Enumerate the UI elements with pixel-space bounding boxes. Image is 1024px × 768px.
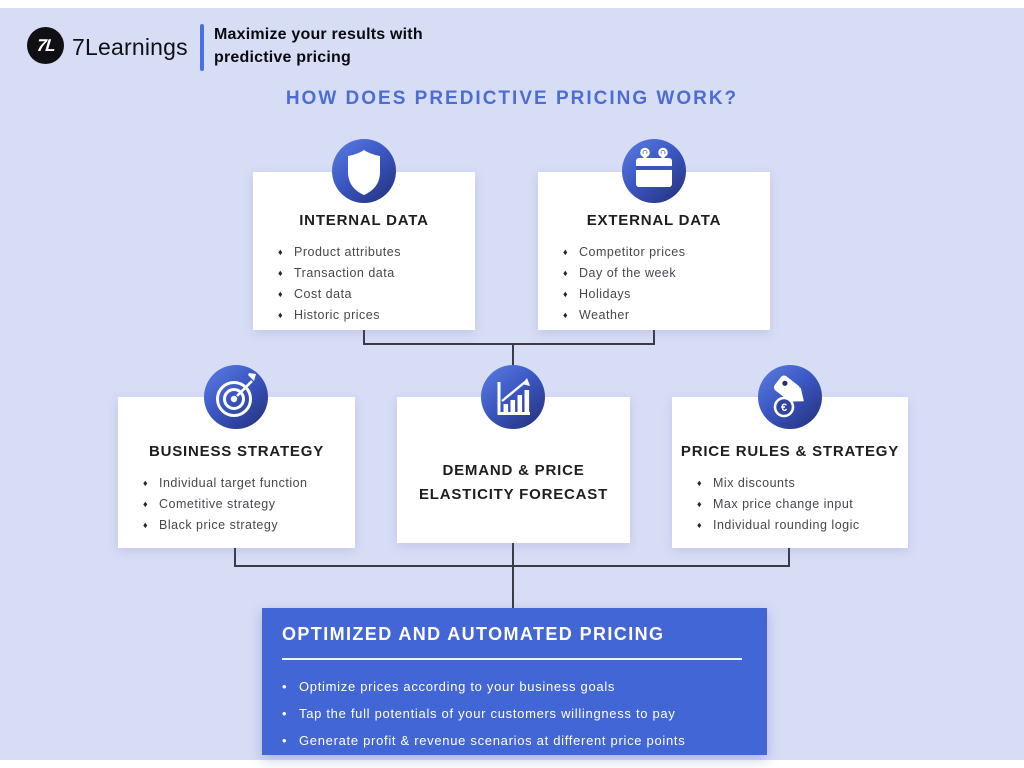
- list-item-text: Mix discounts: [713, 476, 796, 490]
- bullet-icon: •: [282, 679, 288, 694]
- bullet-icon: ♦: [563, 289, 569, 299]
- result-list: • Optimize prices according to your busin…: [282, 673, 757, 754]
- card-title: EXTERNAL DATA: [586, 212, 722, 229]
- list-item-text: Product attributes: [294, 245, 401, 259]
- list-item: • Tap the full potentials of your custome…: [282, 700, 757, 727]
- list-item-text: Max price change input: [713, 497, 854, 511]
- shield-icon: [332, 139, 396, 203]
- bullet-icon: ♦: [278, 247, 284, 257]
- card-title: INTERNAL DATA: [299, 212, 429, 229]
- optimized-pricing-box: OPTIMIZED AND AUTOMATED PRICING • Optimiz…: [262, 608, 767, 755]
- card-title: DEMAND & PRICE ELASTICITY FORECAST: [418, 462, 609, 503]
- list-item-text: Black price strategy: [159, 518, 279, 532]
- bullet-icon: •: [282, 733, 288, 748]
- list-item-text: Optimize prices according to your busine…: [299, 679, 616, 694]
- connector-line: [512, 343, 514, 371]
- bullet-icon: ♦: [563, 310, 569, 320]
- list-item: ♦ Product attributes: [278, 242, 475, 263]
- card-list: ♦ Product attributes ♦ Transaction data ♦ C…: [253, 242, 475, 326]
- list-item-text: Cometitive strategy: [159, 497, 276, 511]
- list-item: ♦ Cometitive strategy: [143, 494, 355, 515]
- list-item: ♦ Individual target function: [143, 473, 355, 494]
- list-item: ♦ Holidays: [563, 284, 770, 305]
- list-item: ♦ Mix discounts: [697, 473, 908, 494]
- bullet-icon: ♦: [143, 478, 149, 488]
- logo-monogram: 7L: [35, 35, 56, 55]
- list-item-text: Cost data: [294, 287, 353, 301]
- connector-line: [363, 330, 365, 344]
- list-item: ♦ Day of the week: [563, 263, 770, 284]
- price-tags-glyph: €: [773, 375, 804, 418]
- list-item: ♦ Max price change input: [697, 494, 908, 515]
- calendar-glyph: [636, 147, 672, 187]
- accent-divider: [200, 24, 204, 71]
- list-item: • Generate profit & revenue scenarios at …: [282, 727, 757, 754]
- connector-line: [512, 543, 514, 608]
- list-item: ♦ Individual rounding logic: [697, 515, 908, 536]
- list-item: ♦ Black price strategy: [143, 515, 355, 536]
- card-title: PRICE RULES & STRATEGY: [680, 443, 900, 460]
- connector-line: [788, 548, 790, 567]
- list-item: ♦ Weather: [563, 305, 770, 326]
- list-item-text: Day of the week: [579, 266, 677, 280]
- list-item: ♦ Competitor prices: [563, 242, 770, 263]
- bullet-icon: ♦: [697, 499, 703, 509]
- list-item-text: Transaction data: [294, 266, 395, 280]
- connector-line: [363, 343, 655, 345]
- bullet-icon: ♦: [697, 520, 703, 530]
- bullet-icon: •: [282, 706, 288, 721]
- bullet-icon: ♦: [563, 247, 569, 257]
- divider-line: [282, 658, 742, 660]
- target-icon: [204, 365, 268, 429]
- list-item-text: Holidays: [579, 287, 631, 301]
- card-list: ♦ Individual target function ♦ Cometitive …: [118, 473, 355, 536]
- connector-line: [653, 330, 655, 344]
- list-item-text: Historic prices: [294, 308, 380, 322]
- calendar-icon: [622, 139, 686, 203]
- euro-glyph: €: [781, 402, 787, 414]
- bullet-icon: ♦: [278, 289, 284, 299]
- bullet-icon: ♦: [563, 268, 569, 278]
- bullet-icon: ♦: [143, 520, 149, 530]
- connector-line: [234, 548, 236, 567]
- list-item: ♦ Transaction data: [278, 263, 475, 284]
- list-item: • Optimize prices according to your busin…: [282, 673, 757, 700]
- price-tags-icon: €: [758, 365, 822, 429]
- shield-glyph: [348, 150, 380, 195]
- list-item-text: Competitor prices: [579, 245, 686, 259]
- bar-chart-glyph: [497, 378, 530, 415]
- bullet-icon: ♦: [143, 499, 149, 509]
- target-glyph: [216, 373, 256, 417]
- list-item-text: Tap the full potentials of your customer…: [299, 706, 676, 721]
- list-item-text: Weather: [579, 308, 630, 322]
- bullet-icon: ♦: [697, 478, 703, 488]
- brand-name: 7Learnings: [72, 34, 188, 60]
- card-list: ♦ Competitor prices ♦ Day of the week ♦ Hol…: [538, 242, 770, 326]
- bar-chart-icon: [481, 365, 545, 429]
- list-item: ♦ Cost data: [278, 284, 475, 305]
- 7learnings-logo-icon: 7L: [27, 27, 64, 64]
- list-item: ♦ Historic prices: [278, 305, 475, 326]
- result-title: OPTIMIZED AND AUTOMATED PRICING: [282, 624, 665, 644]
- list-item-text: Generate profit & revenue scenarios at d…: [299, 733, 686, 748]
- page-title: HOW DOES PREDICTIVE PRICING WORK?: [285, 88, 739, 109]
- card-list: ♦ Mix discounts ♦ Max price change input ♦…: [672, 473, 908, 536]
- list-item-text: Individual rounding logic: [713, 518, 860, 532]
- bullet-icon: ♦: [278, 268, 284, 278]
- infographic-canvas: 7L 7Learnings Maximize your results with…: [0, 8, 1024, 760]
- list-item-text: Individual target function: [159, 476, 308, 490]
- header-tagline: Maximize your results with predictive pr…: [214, 26, 423, 66]
- card-title: BUSINESS STRATEGY: [148, 443, 324, 460]
- bullet-icon: ♦: [278, 310, 284, 320]
